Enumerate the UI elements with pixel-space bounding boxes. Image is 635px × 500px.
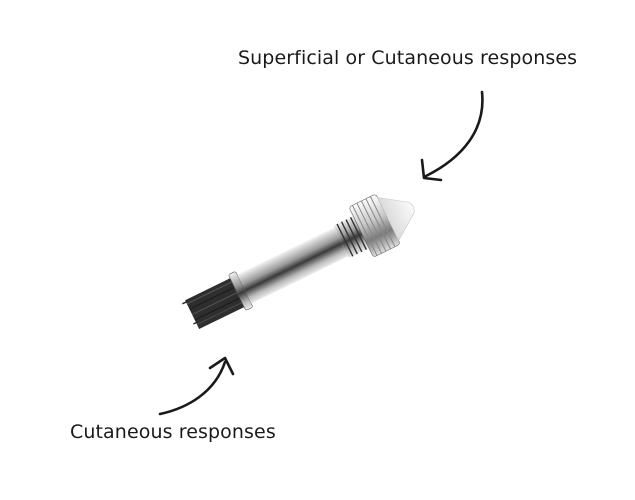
label-superficial-responses: Superficial or Cutaneous responses <box>238 47 578 69</box>
threaded-section <box>333 216 370 259</box>
bristles <box>182 277 246 329</box>
arrow-top <box>420 90 484 182</box>
knurled-cap <box>349 194 400 257</box>
metal-shaft <box>237 227 349 304</box>
conical-tip <box>377 197 415 242</box>
arrow-bottom <box>158 356 235 416</box>
collar-ring <box>228 271 253 311</box>
brush-tool <box>182 194 415 329</box>
label-cutaneous-responses: Cutaneous responses <box>70 421 276 443</box>
